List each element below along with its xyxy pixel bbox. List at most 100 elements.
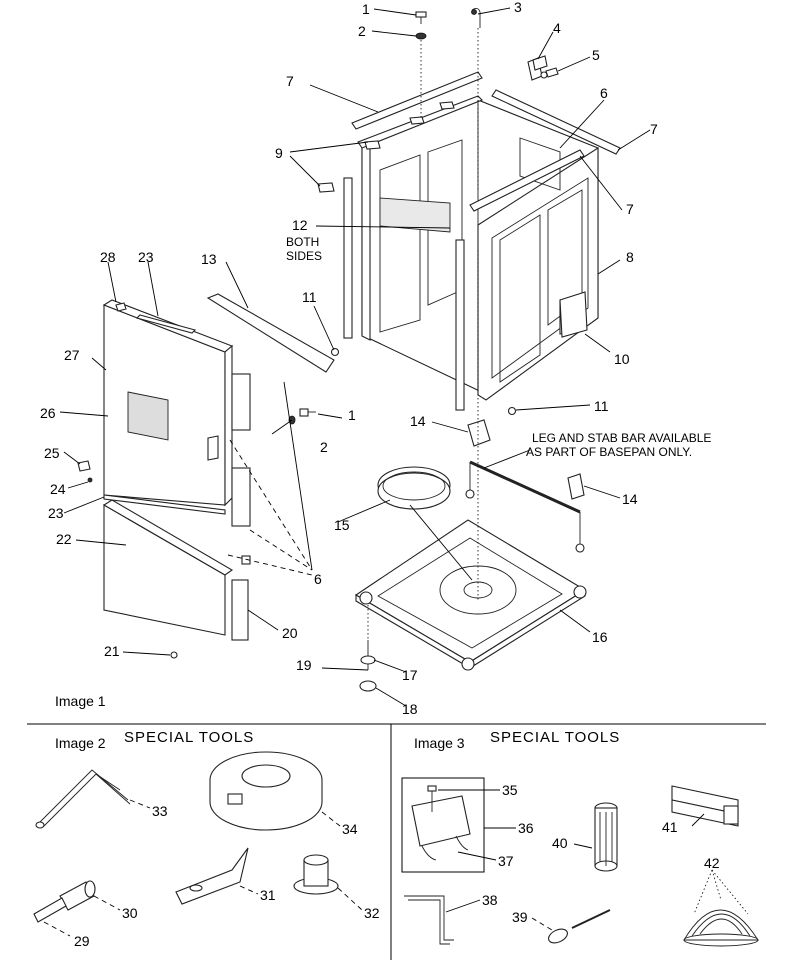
tool-39 bbox=[548, 909, 611, 944]
tool-36 bbox=[411, 785, 471, 861]
tool-30 bbox=[33, 880, 96, 923]
callout-28: 28 bbox=[100, 249, 116, 265]
foot bbox=[359, 640, 377, 692]
callout-6: 6 bbox=[600, 85, 608, 101]
bracket-14b bbox=[567, 473, 585, 500]
stab-bar bbox=[465, 460, 585, 553]
callout-24: 24 bbox=[50, 481, 66, 497]
cabinet bbox=[343, 95, 599, 411]
callout-7a: 7 bbox=[286, 73, 294, 89]
tool-34 bbox=[209, 751, 323, 831]
callout-11: 11 bbox=[302, 289, 317, 305]
pad-top-b bbox=[439, 101, 455, 110]
callout-4: 4 bbox=[553, 20, 561, 36]
callout-18: 18 bbox=[402, 701, 418, 717]
pad-top-a bbox=[409, 116, 425, 125]
callout-19: 19 bbox=[296, 657, 312, 673]
callout-36: 36 bbox=[518, 820, 534, 836]
top-rails bbox=[351, 71, 621, 212]
callout-20: 20 bbox=[282, 625, 298, 641]
callout-21: 21 bbox=[104, 643, 120, 659]
callouts-image1: 1 2 3 4 5 6 7 7 7 8 9 10 11 11 12 BOTH S… bbox=[40, 0, 711, 717]
callout-29: 29 bbox=[74, 933, 90, 949]
callout-41: 41 bbox=[662, 819, 678, 835]
panel-10 bbox=[559, 291, 588, 338]
callout-23: 23 bbox=[138, 249, 154, 265]
special-tools-image2: Image 2 SPECIAL TOOLS 33 34 31 bbox=[33, 729, 380, 949]
callout-2: 2 bbox=[358, 23, 366, 39]
label-image2: Image 2 bbox=[55, 735, 106, 751]
screw-1-mid bbox=[288, 408, 316, 425]
tool-32 bbox=[293, 854, 339, 895]
callout-23b: 23 bbox=[48, 505, 64, 521]
callout-10: 10 bbox=[614, 351, 630, 367]
note-sides: SIDES bbox=[286, 249, 322, 263]
callout-17: 17 bbox=[402, 667, 418, 683]
callout-5: 5 bbox=[592, 47, 600, 63]
note-both: BOTH bbox=[286, 235, 319, 249]
section-title-2: SPECIAL TOOLS bbox=[124, 729, 254, 746]
callout-32: 32 bbox=[364, 905, 380, 921]
callout-27: 27 bbox=[64, 347, 80, 363]
tool-38 bbox=[404, 895, 454, 945]
section-title-3: SPECIAL TOOLS bbox=[490, 729, 620, 746]
special-tools-image3: Image 3 SPECIAL TOOLS 35 36 37 40 bbox=[401, 729, 759, 947]
callout-6b: 6 bbox=[314, 571, 322, 587]
callout-2b: 2 bbox=[320, 439, 328, 455]
callout-9: 9 bbox=[275, 145, 283, 161]
rail-13 bbox=[206, 293, 335, 373]
callout-37: 37 bbox=[498, 853, 514, 869]
note-leg-1: LEG AND STAB BAR AVAILABLE bbox=[532, 431, 711, 445]
callout-7b: 7 bbox=[650, 121, 658, 137]
label-image3: Image 3 bbox=[414, 735, 465, 751]
callout-14: 14 bbox=[410, 413, 426, 429]
pad-9a bbox=[364, 140, 381, 150]
callout-25: 25 bbox=[44, 445, 60, 461]
callout-22: 22 bbox=[56, 531, 72, 547]
toe-panel bbox=[102, 499, 251, 641]
screw-1-top bbox=[415, 11, 427, 40]
tool-31 bbox=[175, 847, 249, 905]
clip-25 bbox=[77, 460, 91, 472]
tool-42 bbox=[683, 909, 759, 947]
ring-15 bbox=[377, 466, 451, 510]
bracket-14a bbox=[467, 419, 491, 447]
callout-31: 31 bbox=[260, 887, 276, 903]
tool-41 bbox=[671, 785, 739, 827]
callout-11b: 11 bbox=[594, 398, 609, 414]
screw-11a bbox=[330, 347, 340, 357]
callout-38: 38 bbox=[482, 892, 498, 908]
note-leg-2: AS PART OF BASEPAN ONLY. bbox=[526, 445, 692, 459]
callout-40: 40 bbox=[552, 835, 568, 851]
callout-39: 39 bbox=[512, 909, 528, 925]
callout-30: 30 bbox=[122, 905, 138, 921]
tool-33 bbox=[35, 769, 131, 829]
screw-21 bbox=[170, 651, 178, 659]
screw-5 bbox=[540, 67, 559, 79]
callout-13: 13 bbox=[201, 251, 217, 267]
front-panel bbox=[102, 299, 251, 527]
pad-9b bbox=[317, 182, 335, 193]
callout-12: 12 bbox=[292, 217, 308, 233]
leader-lines bbox=[59, 7, 651, 707]
callout-26: 26 bbox=[40, 405, 56, 421]
callout-7c: 7 bbox=[626, 201, 634, 217]
callout-1: 1 bbox=[362, 1, 370, 17]
callout-15: 15 bbox=[334, 517, 350, 533]
tool-40 bbox=[594, 802, 618, 872]
callout-1b: 1 bbox=[348, 407, 356, 423]
callout-33: 33 bbox=[152, 803, 168, 819]
callout-35: 35 bbox=[502, 782, 518, 798]
callout-8: 8 bbox=[626, 249, 634, 265]
callout-42: 42 bbox=[704, 855, 720, 871]
callout-3: 3 bbox=[514, 0, 522, 15]
screw-24 bbox=[87, 477, 93, 483]
basepan bbox=[354, 519, 587, 671]
tool-36-box bbox=[401, 777, 485, 873]
callout-14b: 14 bbox=[622, 491, 638, 507]
callout-16: 16 bbox=[592, 629, 608, 645]
callout-34: 34 bbox=[342, 821, 358, 837]
label-image1: Image 1 bbox=[55, 693, 106, 709]
